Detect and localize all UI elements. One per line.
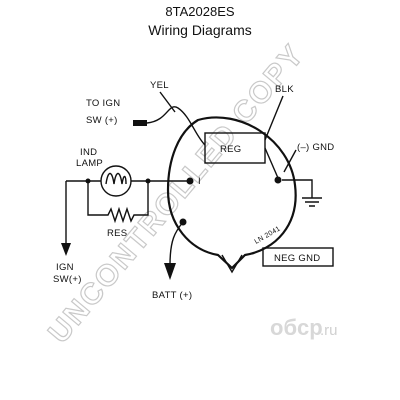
res-label: RES — [107, 228, 127, 239]
blk-leader — [264, 95, 284, 141]
yel-leader — [159, 91, 176, 113]
neg-gnd-box — [262, 247, 334, 267]
code-label: LN 2041 — [254, 225, 282, 245]
part-number-title: 8TA2028ES — [165, 4, 235, 19]
blk-wire — [264, 147, 279, 179]
ind-terminal-mark: I — [198, 176, 201, 187]
lamp-filament — [105, 172, 127, 185]
ind-terminal — [186, 177, 194, 185]
watermark-logo-suffix: .ru — [320, 322, 338, 339]
ind-label: IND — [80, 147, 97, 158]
to-ign-label: TO IGN — [86, 98, 120, 109]
neg-gnd-label: NEG GND — [274, 253, 320, 264]
ign-label: IGN — [56, 262, 74, 273]
batt-arrow — [164, 263, 176, 280]
gnd-wire — [282, 179, 313, 198]
ign-sw-arrow — [61, 243, 71, 256]
ign-connector — [133, 120, 147, 126]
lamp-label: LAMP — [76, 158, 103, 169]
gnd-leader — [283, 149, 297, 173]
batt-label: BATT (+) — [152, 290, 192, 301]
gnd-label: (–) GND — [297, 142, 334, 153]
gnd-terminal — [274, 176, 282, 184]
batt-wire — [169, 221, 184, 266]
resistor — [87, 181, 149, 224]
yel-label: YEL — [150, 80, 169, 91]
sw-plus-label: SW (+) — [86, 115, 118, 126]
diagram-subtitle: Wiring Diagrams — [148, 22, 252, 38]
regulator-label: REG — [220, 144, 242, 155]
ground-symbol — [302, 197, 322, 207]
alternator-lug — [221, 254, 243, 274]
sw-plus2-label: SW(+) — [53, 274, 82, 285]
watermark-text: UNCONTROLLED COPY — [42, 38, 311, 350]
watermark-logo: oбcp — [270, 315, 323, 340]
blk-label: BLK — [275, 84, 294, 95]
yel-wire — [146, 106, 206, 146]
alternator-housing — [166, 116, 297, 270]
